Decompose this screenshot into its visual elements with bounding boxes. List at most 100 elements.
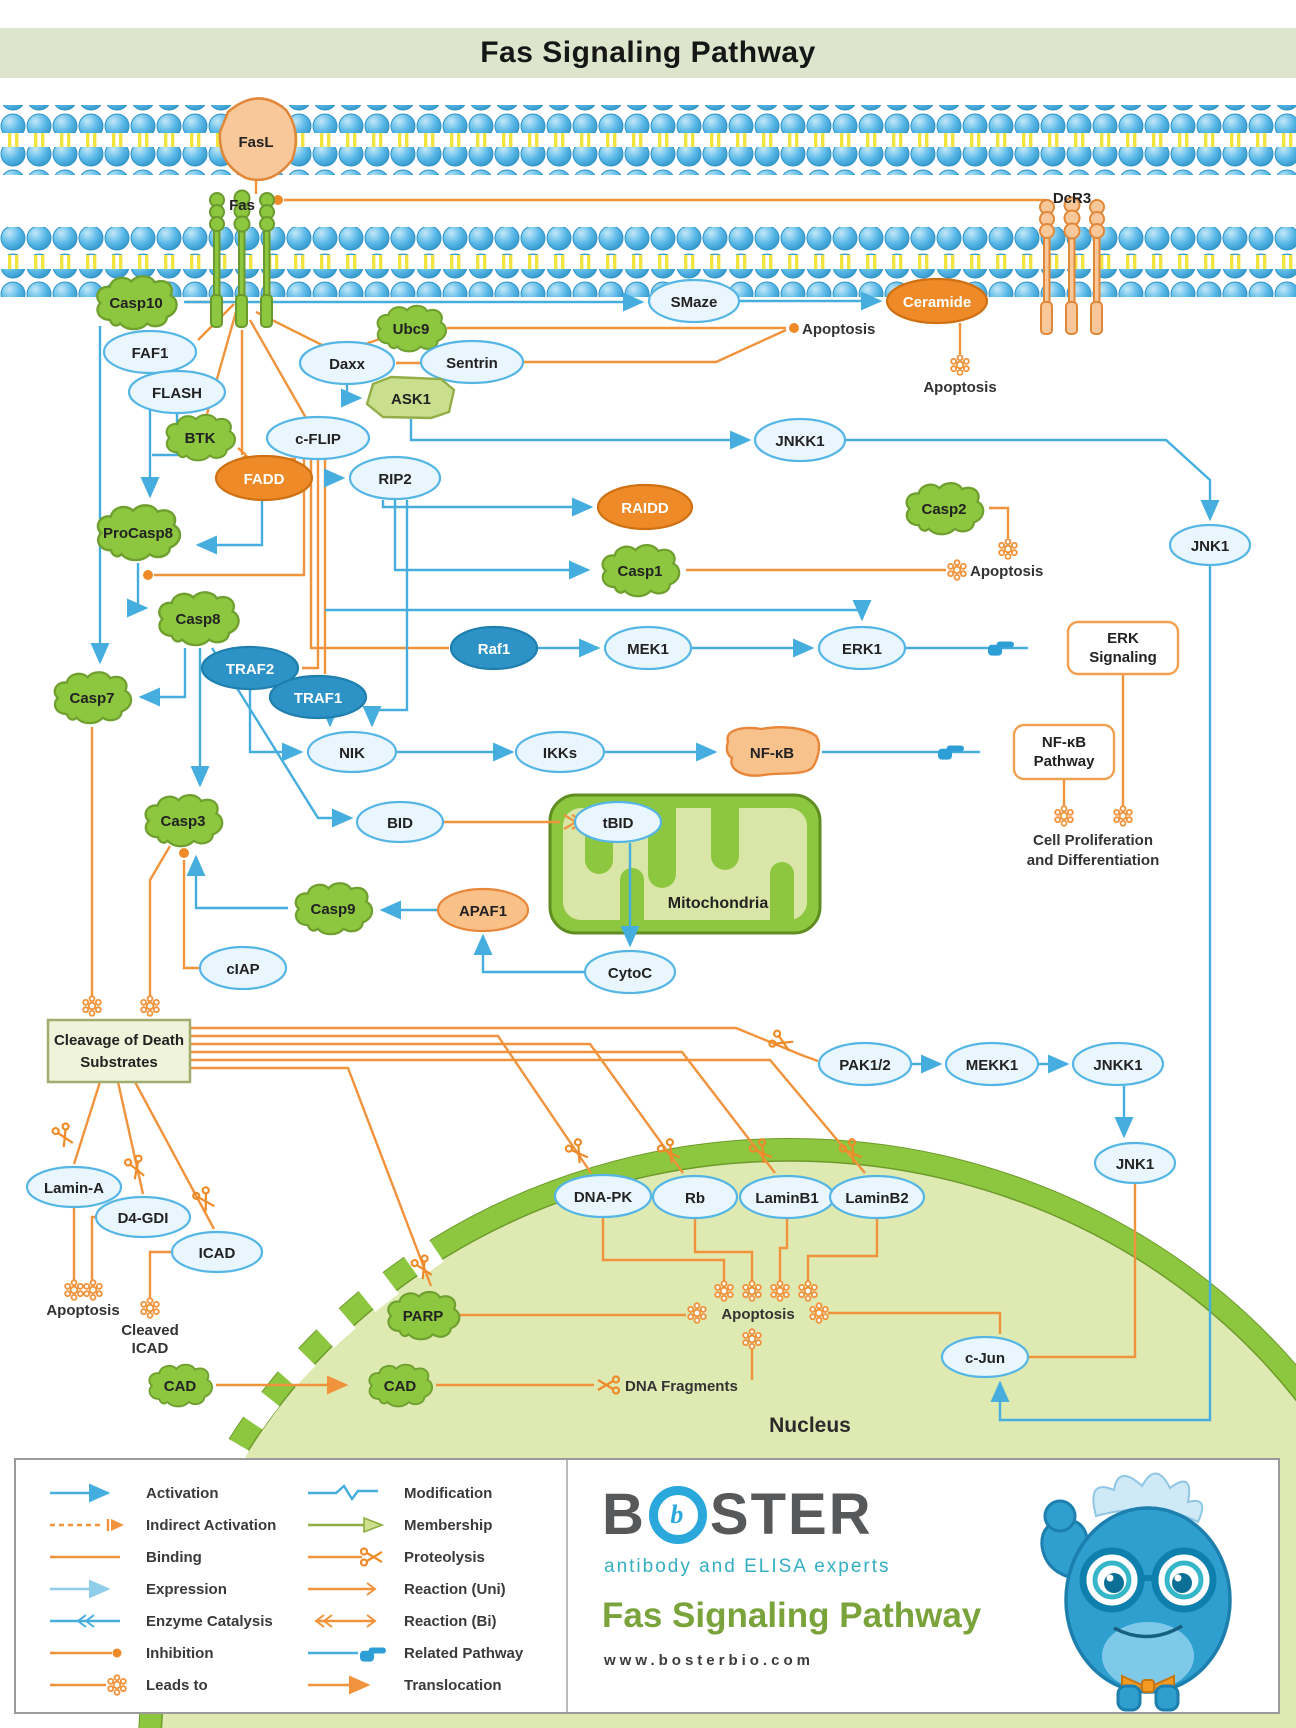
logo-o-icon: b bbox=[648, 1486, 707, 1544]
legend-item-indirect-activation: Indirect Activation bbox=[46, 1514, 276, 1536]
node-rip2: RIP2 bbox=[348, 455, 442, 501]
node-label: Raf1 bbox=[478, 641, 511, 658]
indirect-activation-arrow-icon bbox=[50, 1519, 124, 1531]
node-label: tBID bbox=[603, 815, 634, 832]
node-btk: BTK bbox=[165, 413, 237, 462]
legend-label: Reaction (Bi) bbox=[404, 1612, 497, 1630]
legend-label: Expression bbox=[146, 1580, 227, 1598]
node-laminb1: LaminB1 bbox=[738, 1174, 836, 1220]
node-label: Daxx bbox=[329, 356, 366, 373]
node-label: FasL bbox=[238, 134, 273, 151]
leads-to-icon bbox=[1054, 805, 1074, 827]
inhibition-dot-icon bbox=[143, 570, 153, 580]
node-label: SMaze bbox=[671, 294, 718, 311]
cleaved-icad-label: ICAD bbox=[132, 1340, 169, 1357]
logo-text: B bbox=[602, 1482, 646, 1547]
node-icad: ICAD bbox=[170, 1230, 264, 1274]
node-d4gdi: D4-GDI bbox=[94, 1195, 192, 1239]
scissors-icon bbox=[191, 1185, 219, 1215]
node-jnk1-upper: JNK1 bbox=[1168, 523, 1252, 567]
node-lamin-a: Lamin-A bbox=[25, 1165, 123, 1209]
node-label: Lamin-A bbox=[44, 1180, 104, 1197]
legend-item-enzyme-catalysis: Enzyme Catalysis bbox=[46, 1610, 273, 1632]
node-sentrin: Sentrin bbox=[419, 339, 525, 385]
plasma-membrane-outer bbox=[0, 105, 1296, 175]
membership-arrow-icon bbox=[308, 1516, 385, 1534]
legend-item-reaction-bi: Reaction (Bi) bbox=[304, 1610, 497, 1632]
binding-and-cleavage-edges bbox=[72, 180, 1137, 1395]
apoptosis-label: Apoptosis bbox=[970, 563, 1043, 580]
node-label: Ceramide bbox=[903, 294, 971, 311]
box-label: Substrates bbox=[80, 1054, 158, 1071]
leads-to-icon bbox=[947, 559, 967, 581]
node-casp3: Casp3 bbox=[144, 793, 224, 848]
mascot-smile bbox=[1113, 1624, 1183, 1639]
apoptosis-label: Apoptosis bbox=[721, 1306, 794, 1323]
inhibition-dot-icon bbox=[179, 848, 189, 858]
legend-label: Indirect Activation bbox=[146, 1516, 277, 1534]
legend-item-proteolysis: Proteolysis bbox=[304, 1546, 485, 1568]
cell-proliferation-label: Cell Proliferation bbox=[1033, 832, 1153, 849]
node-label: CytoC bbox=[608, 965, 652, 982]
legend-item-leads-to: Leads to bbox=[46, 1674, 208, 1696]
box-label: Cleavage of Death bbox=[54, 1032, 184, 1049]
node-label: FADD bbox=[244, 471, 285, 488]
legend-item-inhibition: Inhibition bbox=[46, 1642, 213, 1664]
node-label: BID bbox=[387, 815, 413, 832]
node-label: JNKK1 bbox=[1093, 1057, 1142, 1074]
reaction-bi-chevrons-icon bbox=[314, 1614, 377, 1628]
node-label: PAK1/2 bbox=[839, 1057, 890, 1074]
box-label: ERK bbox=[1107, 630, 1139, 647]
mascot-illustration bbox=[1040, 1472, 1232, 1712]
mascot-legs bbox=[1116, 1684, 1180, 1712]
node-label: PARP bbox=[403, 1308, 444, 1325]
mitochondria-label: Mitochondria bbox=[668, 895, 769, 912]
node-ubc9: Ubc9 bbox=[376, 304, 448, 353]
node-jnkk1-lower: JNKK1 bbox=[1071, 1041, 1165, 1087]
binding-line-icon bbox=[50, 1555, 120, 1559]
legend-label: Translocation bbox=[404, 1676, 502, 1694]
legend-label: Activation bbox=[146, 1484, 219, 1502]
leads-to-icon bbox=[998, 538, 1018, 560]
node-apaf1: APAF1 bbox=[436, 887, 530, 933]
legend-label: Related Pathway bbox=[404, 1644, 524, 1662]
node-fas-receptor: Fas bbox=[209, 189, 275, 328]
node-label: JNK1 bbox=[1116, 1156, 1154, 1173]
proteolysis-scissors-icon bbox=[308, 1547, 384, 1567]
brand-product-title: Fas Signaling Pathway bbox=[602, 1596, 982, 1635]
node-label: BTK bbox=[185, 430, 216, 447]
node-label: APAF1 bbox=[459, 903, 507, 920]
node-label: Casp9 bbox=[310, 901, 355, 918]
expression-arrow-icon bbox=[50, 1579, 111, 1599]
node-dcr3-receptor: DcR3 bbox=[1039, 190, 1105, 335]
legend-panel: Activation Indirect Activation Binding E… bbox=[14, 1458, 1280, 1714]
node-casp10: Casp10 bbox=[96, 275, 178, 331]
node-ceramide: Ceramide bbox=[885, 277, 989, 325]
brand-tagline: antibody and ELISA experts bbox=[604, 1556, 891, 1577]
node-cytoc: CytoC bbox=[583, 949, 677, 995]
legend-item-expression: Expression bbox=[46, 1578, 227, 1600]
leads-to-flower-icon bbox=[50, 1674, 127, 1696]
node-daxx: Daxx bbox=[298, 340, 396, 386]
node-rb: Rb bbox=[651, 1174, 739, 1220]
node-raf1: Raf1 bbox=[449, 625, 539, 671]
box-erk-signaling: ERK Signaling bbox=[1066, 620, 1180, 676]
inhibition-dot-icon bbox=[789, 323, 799, 333]
node-jnk1-lower: JNK1 bbox=[1093, 1141, 1177, 1185]
legend-label: Proteolysis bbox=[404, 1548, 485, 1566]
node-label: FLASH bbox=[152, 385, 202, 402]
legend-item-binding: Binding bbox=[46, 1546, 202, 1568]
legend-item-related-pathway: Related Pathway bbox=[304, 1642, 523, 1664]
node-label: Casp2 bbox=[921, 501, 966, 518]
node-parp: PARP bbox=[387, 1290, 461, 1341]
node-smaze: SMaze bbox=[647, 278, 741, 324]
legend-label: Reaction (Uni) bbox=[404, 1580, 506, 1598]
node-label: JNKK1 bbox=[775, 433, 824, 450]
node-label: LaminB1 bbox=[755, 1190, 818, 1207]
inhibition-dot-icon bbox=[50, 1648, 122, 1658]
leads-to-icon bbox=[950, 354, 970, 376]
node-nfkb: NF-κB bbox=[725, 726, 821, 777]
node-traf2: TRAF2 bbox=[200, 645, 300, 691]
node-label: RAIDD bbox=[621, 500, 669, 517]
